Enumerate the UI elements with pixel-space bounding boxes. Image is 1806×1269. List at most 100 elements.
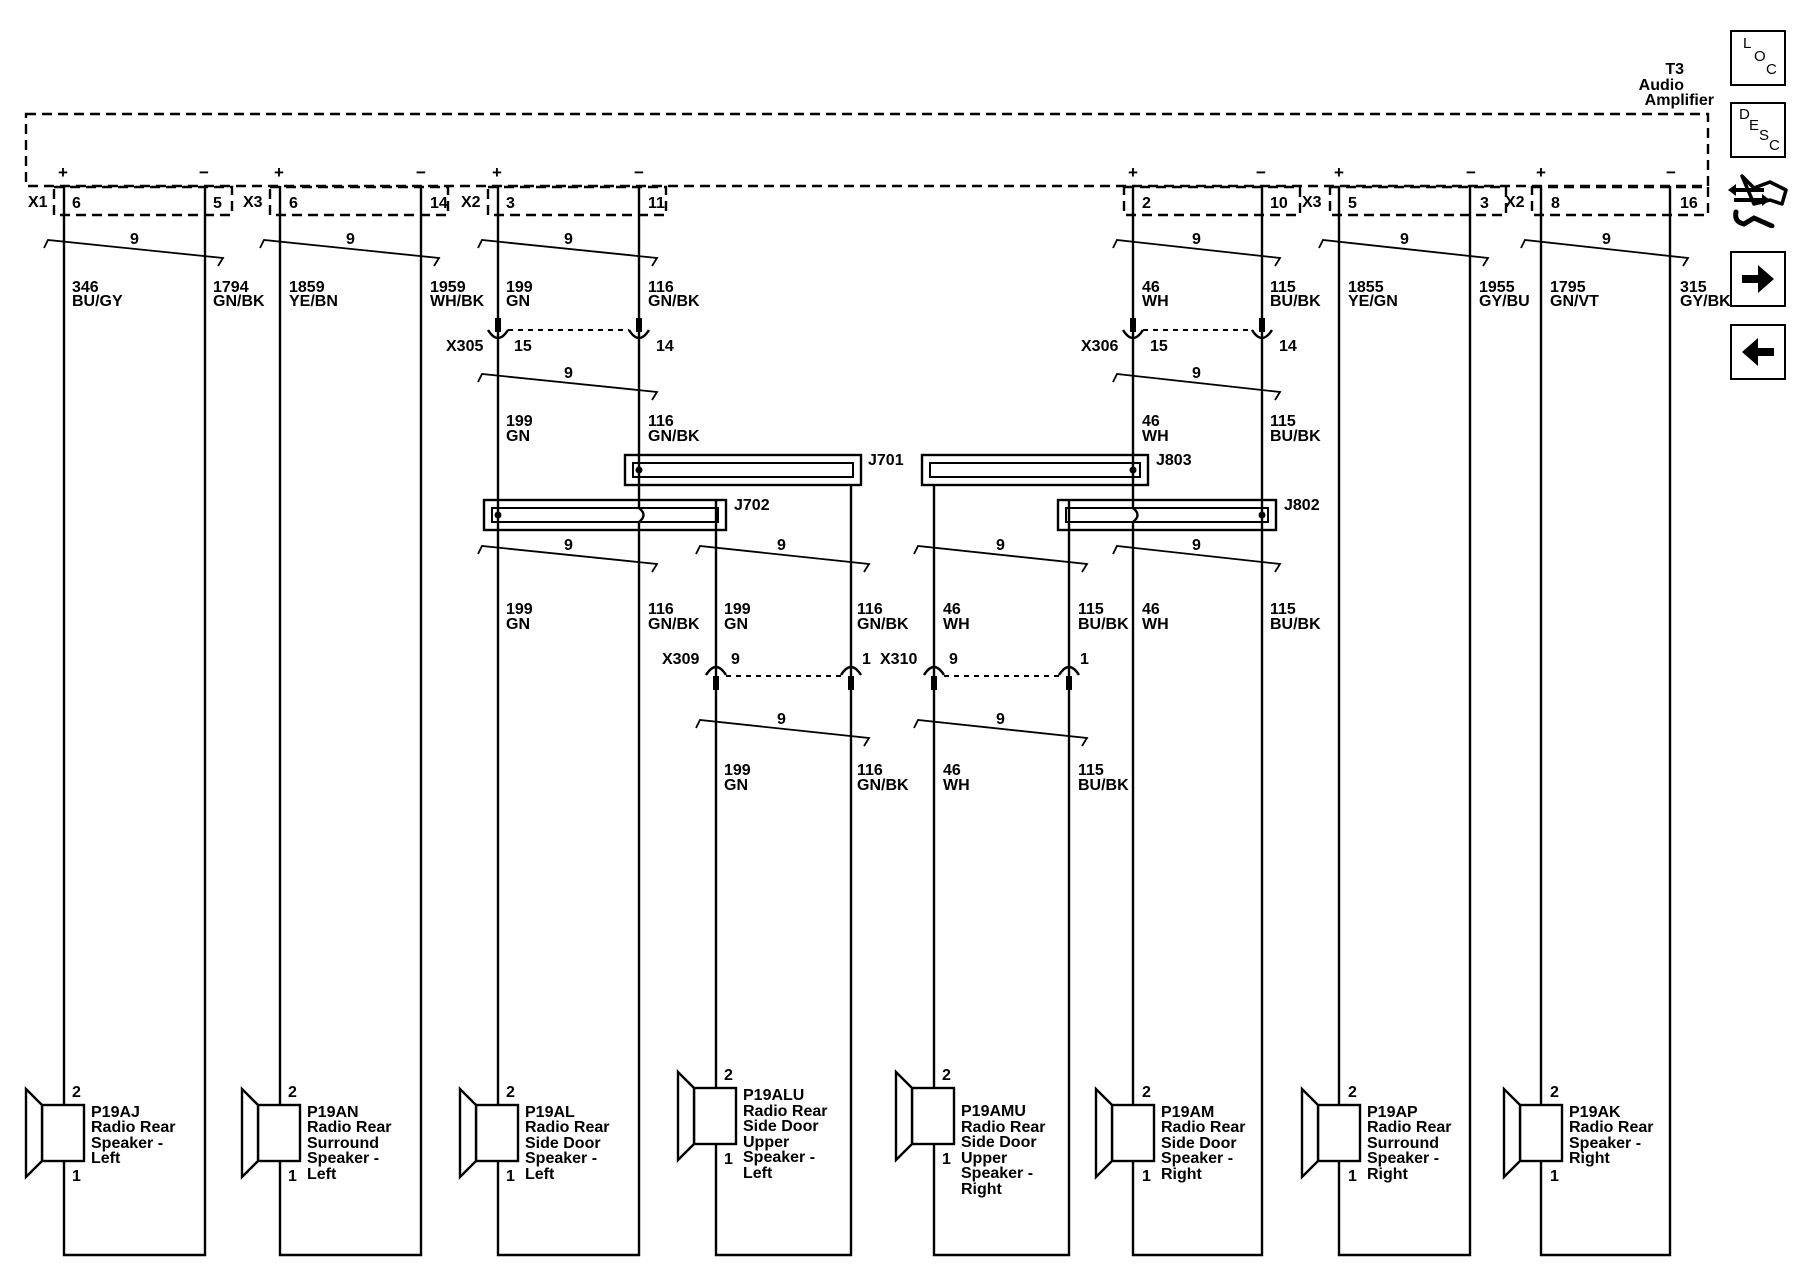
plus-mark: +	[1128, 163, 1138, 182]
wire-color: WH	[1142, 616, 1169, 633]
pin-label: 1	[506, 1168, 515, 1185]
pin-label: 2	[1348, 1084, 1357, 1101]
speaker-desc: Speaker -	[1569, 1135, 1641, 1152]
twist-labels: 9 9 9 9 9 9 9 9 9 9 9 9 9 9	[130, 231, 1611, 728]
wire-color: WH	[943, 616, 970, 633]
pin-label: 5	[1348, 195, 1357, 212]
module-name-line1: Audio	[1639, 77, 1685, 94]
next-page-button[interactable]	[1730, 251, 1786, 307]
minus-mark: −	[634, 163, 644, 182]
wire-circuit: 46	[1142, 601, 1160, 618]
wire-circuit: 115	[1078, 601, 1104, 618]
connector-x3-right: X3	[1302, 194, 1322, 211]
wire-color: BU/BK	[1078, 777, 1129, 794]
wire-labels-below-x305-x306: 199 GN 116 GN/BK 46 WH 115 BU/BK	[506, 413, 1321, 445]
speaker-p19an: 2 1 P19AN Radio Rear Surround Speaker - …	[240, 1084, 391, 1185]
wire-color: WH	[1142, 428, 1169, 445]
connector-x2-right: X2	[1505, 194, 1525, 211]
connector-view-button[interactable]	[1728, 170, 1790, 229]
previous-page-button[interactable]	[1730, 324, 1786, 380]
connector-x1: X1	[28, 194, 48, 211]
wire-color: BU/BK	[1270, 293, 1321, 310]
twist-label: 9	[1602, 231, 1611, 248]
pin-label: 3	[506, 195, 515, 212]
speaker-desc: Radio Rear	[743, 1103, 827, 1120]
pin-label: 16	[1680, 195, 1698, 212]
speaker-desc: Surround	[1367, 1135, 1439, 1152]
pin-label: 2	[1142, 1084, 1151, 1101]
speaker-desc: Radio Rear	[1161, 1119, 1245, 1136]
wire-color: WH	[1142, 293, 1169, 310]
twist-label: 9	[130, 231, 139, 248]
speaker-desc: Radio Rear	[525, 1119, 609, 1136]
splice-j702-label: J702	[734, 497, 770, 514]
desc-letter: S	[1759, 127, 1770, 144]
twist-label: 9	[996, 711, 1005, 728]
wire-circuit: 46	[1142, 279, 1160, 296]
splice-j802: J802	[1056, 497, 1320, 532]
wire-color: GN/BK	[648, 428, 700, 445]
pin-label: 9	[949, 651, 958, 668]
pin-label: 2	[506, 1084, 515, 1101]
wire-circuit: 116	[648, 279, 674, 296]
wire-circuit: 1794	[213, 279, 249, 296]
speaker-ref: P19AL	[525, 1104, 575, 1121]
next-arrow-icon	[1742, 265, 1774, 293]
wire-color: GY/BU	[1479, 293, 1530, 310]
pin-label: 14	[656, 338, 674, 355]
inline-connector-x305: X305 15 14	[446, 318, 674, 355]
speaker-desc: Side Door	[961, 1134, 1037, 1151]
wire-circuit: 115	[1078, 762, 1104, 779]
pin-label: 14	[430, 195, 448, 212]
module-pin-numbers: 6 5 6 14 3 11 2 10 5 3 8 16	[72, 195, 1698, 212]
pin-label: 5	[213, 195, 222, 212]
wire-color: GN/BK	[213, 293, 265, 310]
wire-color: WH/BK	[430, 293, 485, 310]
speaker-desc: Upper	[743, 1134, 789, 1151]
plus-mark: +	[274, 163, 284, 182]
pin-label: 2	[72, 1084, 81, 1101]
speaker-desc: Speaker -	[91, 1135, 163, 1152]
speaker-desc: Surround	[307, 1135, 379, 1152]
desc-letter: C	[1769, 137, 1780, 154]
speaker-desc: Side Door	[1161, 1135, 1237, 1152]
wire-circuit: 199	[506, 413, 533, 430]
loc-letter: O	[1754, 48, 1766, 65]
speaker-ref: P19ALU	[743, 1087, 804, 1104]
wire-color: GN	[506, 293, 530, 310]
minus-mark: −	[1666, 163, 1676, 182]
wire-circuit: 116	[648, 601, 674, 618]
pin-label: 15	[1150, 338, 1168, 355]
splice-j701: J701	[623, 452, 904, 487]
description-view-button[interactable]: D E S C	[1730, 102, 1786, 158]
twist-label: 9	[564, 231, 573, 248]
wire-circuit: 1959	[430, 279, 466, 296]
pin-label: 6	[72, 195, 81, 212]
speaker-p19aj: 2 1 P19AJ Radio Rear Speaker - Left	[24, 1084, 175, 1185]
wire-color: GN	[506, 616, 530, 633]
wire-circuit: 116	[648, 413, 674, 430]
wire-color: GN	[724, 616, 748, 633]
pin-label: 15	[514, 338, 532, 355]
splice-j702: J702	[482, 497, 770, 532]
wire-circuit: 115	[1270, 601, 1296, 618]
speaker-desc: Left	[743, 1165, 773, 1182]
wire-circuit: 1859	[289, 279, 325, 296]
location-view-button[interactable]: L O C	[1730, 30, 1786, 86]
wire-color: GN/BK	[857, 616, 909, 633]
connector-names: X1 X3 X2 X3 X2	[28, 194, 1525, 211]
speaker-desc: Speaker -	[1161, 1150, 1233, 1167]
pin-label: 14	[1279, 338, 1297, 355]
connector-x3-left: X3	[243, 194, 263, 211]
minus-mark: −	[416, 163, 426, 182]
wire-circuit: 116	[857, 762, 883, 779]
plus-mark: +	[58, 163, 68, 182]
connector-view-icon	[1728, 174, 1788, 229]
twist-label: 9	[777, 711, 786, 728]
speaker-p19am: 2 1 P19AM Radio Rear Side Door Speaker -…	[1094, 1084, 1245, 1185]
twist-label: 9	[1192, 231, 1201, 248]
twisted-pair-marks	[43, 239, 1690, 747]
wire-color: GN/BK	[857, 777, 909, 794]
pin-label: 1	[1348, 1168, 1357, 1185]
connector-frames	[52, 185, 1710, 217]
